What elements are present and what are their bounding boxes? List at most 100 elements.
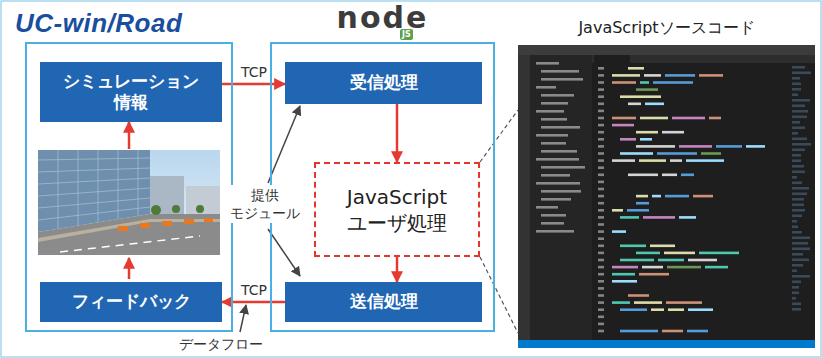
- code-line: [705, 266, 728, 269]
- code-line: [541, 126, 580, 129]
- code-line: [620, 245, 646, 248]
- code-line: [598, 308, 604, 311]
- code-line: [612, 266, 638, 269]
- code-line: [792, 264, 803, 267]
- leader-arrow: [268, 106, 300, 183]
- code-line: [746, 145, 765, 148]
- editor-background: [518, 45, 815, 348]
- protocol-label: TCP: [239, 282, 269, 298]
- code-line: [636, 88, 658, 91]
- code-line: [612, 301, 630, 304]
- code-line: [792, 143, 811, 146]
- source-screenshot: JavaScriptソースコード: [518, 45, 815, 348]
- code-line: [598, 124, 604, 127]
- code-line: [620, 95, 661, 98]
- code-line: [792, 99, 810, 102]
- active-tab: [594, 55, 630, 63]
- code-line: [640, 138, 652, 141]
- code-line: [612, 230, 626, 233]
- code-line: [670, 159, 682, 162]
- code-line: [598, 103, 604, 106]
- box-label: 送信処理: [350, 291, 418, 312]
- code-line: [536, 158, 579, 161]
- code-line: [792, 209, 805, 212]
- code-line: [541, 174, 570, 177]
- code-line: [598, 159, 604, 162]
- code-line: [541, 214, 566, 217]
- code-line: [792, 187, 809, 190]
- code-line: [642, 266, 663, 269]
- runtime-badge: JS: [400, 29, 413, 40]
- code-line: [792, 171, 805, 174]
- code-line: [792, 275, 810, 278]
- code-line: [541, 70, 579, 73]
- code-line: [541, 166, 585, 169]
- dashed-link: [480, 110, 518, 162]
- callout-label: データフロー: [176, 334, 266, 354]
- code-line: [792, 237, 810, 240]
- code-line: [541, 94, 574, 97]
- code-line: [620, 308, 647, 311]
- code-line: [598, 330, 604, 333]
- flow-arrow: [396, 104, 399, 162]
- code-line: [792, 303, 801, 306]
- code-line: [709, 117, 721, 120]
- code-line: [792, 105, 805, 108]
- code-line: [598, 287, 604, 290]
- code-line: [693, 195, 713, 198]
- far-building: [150, 176, 184, 214]
- code-line: [541, 102, 568, 105]
- code-line: [598, 294, 604, 297]
- box-label: シミュレーション 情報: [55, 71, 208, 114]
- code-line: [541, 222, 564, 225]
- code-line: [650, 245, 675, 248]
- code-line: [792, 198, 804, 201]
- box-label: 受信処理: [350, 72, 418, 93]
- code-line: [628, 103, 641, 106]
- code-line: [652, 195, 661, 198]
- code-line: [792, 121, 800, 124]
- lane-marking: [60, 236, 200, 252]
- code-line: [686, 159, 724, 162]
- code-line: [598, 266, 604, 269]
- dashed-link: [480, 257, 518, 333]
- code-line: [701, 152, 721, 155]
- screenshot-caption: JavaScriptソースコード: [518, 18, 815, 38]
- code-line: [598, 152, 604, 155]
- code-line: [598, 88, 604, 91]
- code-line: [792, 215, 802, 218]
- code-line: [792, 193, 807, 196]
- code-line: [612, 159, 635, 162]
- process-box: 送信処理: [285, 282, 482, 322]
- code-line: [598, 67, 604, 70]
- code-line: [636, 252, 660, 255]
- code-line: [792, 72, 811, 75]
- code-line: [598, 138, 604, 141]
- code-line: [653, 81, 693, 84]
- code-line: [598, 95, 604, 98]
- code-line: [536, 230, 574, 233]
- code-line: [672, 117, 705, 120]
- code-line: [541, 150, 577, 153]
- code-line: [792, 88, 801, 91]
- application-panel: UC-win/Roadシミュレーション 情報フィードバック: [25, 42, 233, 332]
- code-line: [687, 330, 708, 333]
- code-line: [541, 190, 581, 193]
- activity-bar: [518, 55, 530, 340]
- code-line: [628, 294, 649, 297]
- code-line: [657, 152, 697, 155]
- code-line: [792, 253, 803, 256]
- code-line: [665, 74, 695, 77]
- code-line: [792, 127, 805, 130]
- code-line: [598, 280, 604, 283]
- code-line: [636, 202, 649, 205]
- code-line: [792, 132, 798, 135]
- code-line: [536, 86, 556, 89]
- product-logo: UC-win/Road: [15, 8, 182, 38]
- code-line: [792, 176, 797, 179]
- code-line: [639, 159, 666, 162]
- code-line: [636, 195, 648, 198]
- code-line: [598, 323, 604, 326]
- code-line: [536, 110, 564, 113]
